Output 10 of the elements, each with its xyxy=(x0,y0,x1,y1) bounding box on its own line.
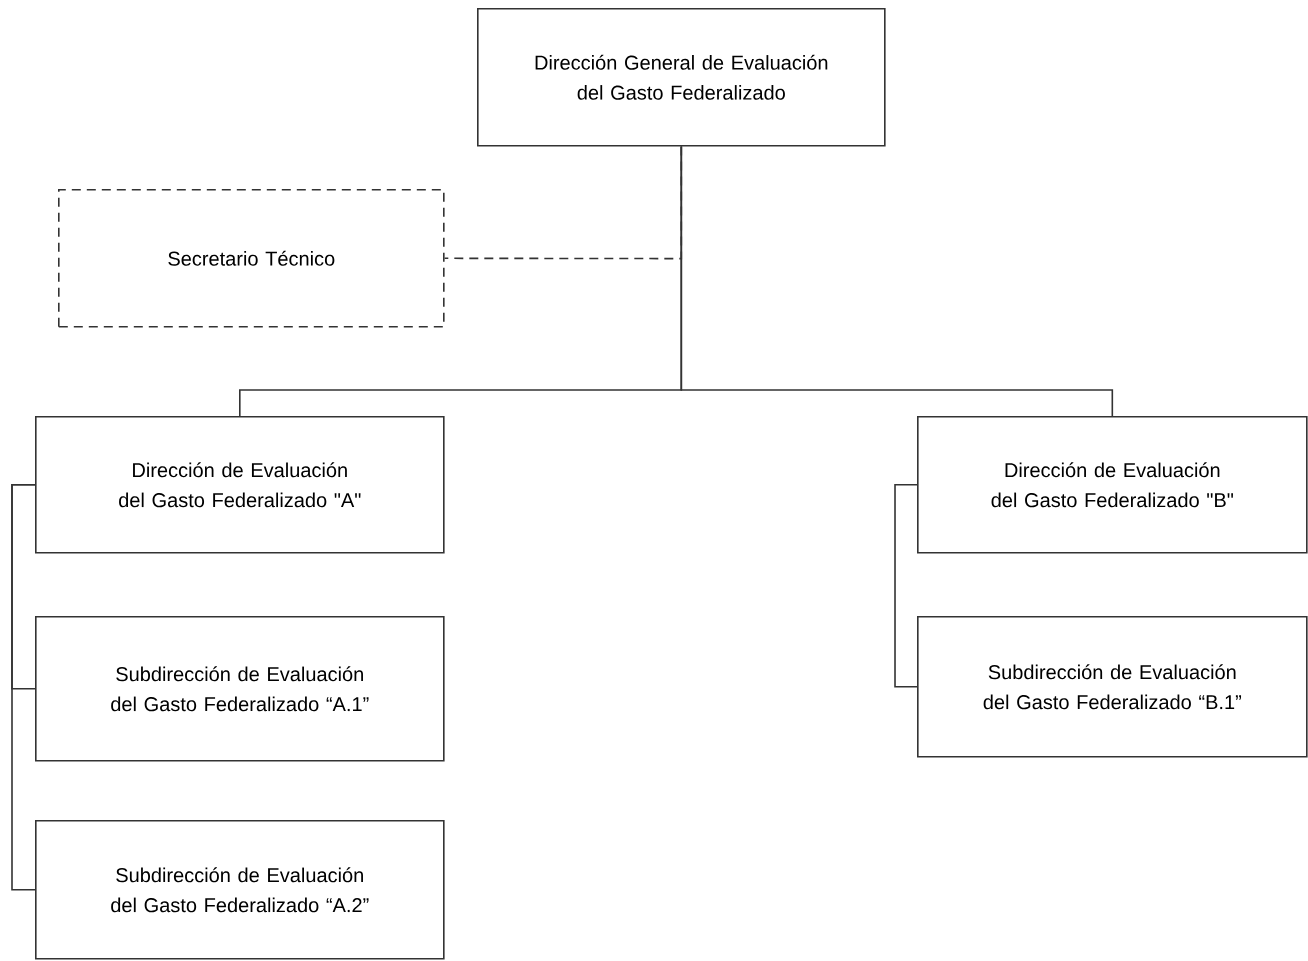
org-box: Dirección General de Evaluación del Gasto Federalizado xyxy=(477,8,886,147)
org-box: Subdirección de Evaluación del Gasto Federalizado “B.1” xyxy=(917,616,1308,758)
connector-line xyxy=(11,484,36,891)
org-box: Dirección de Evaluación del Gasto Federalizado "A" xyxy=(35,416,445,554)
org-box: Dirección de Evaluación del Gasto Federalizado "B" xyxy=(917,416,1308,554)
connector-line xyxy=(680,145,1114,417)
org-box: Subdirección de Evaluación del Gasto Federalizado “A.1” xyxy=(35,616,445,762)
connector-line xyxy=(894,484,918,688)
org-box: Secretario Técnico xyxy=(58,189,445,328)
org-box: Subdirección de Evaluación del Gasto Federalizado “A.2” xyxy=(35,820,445,960)
